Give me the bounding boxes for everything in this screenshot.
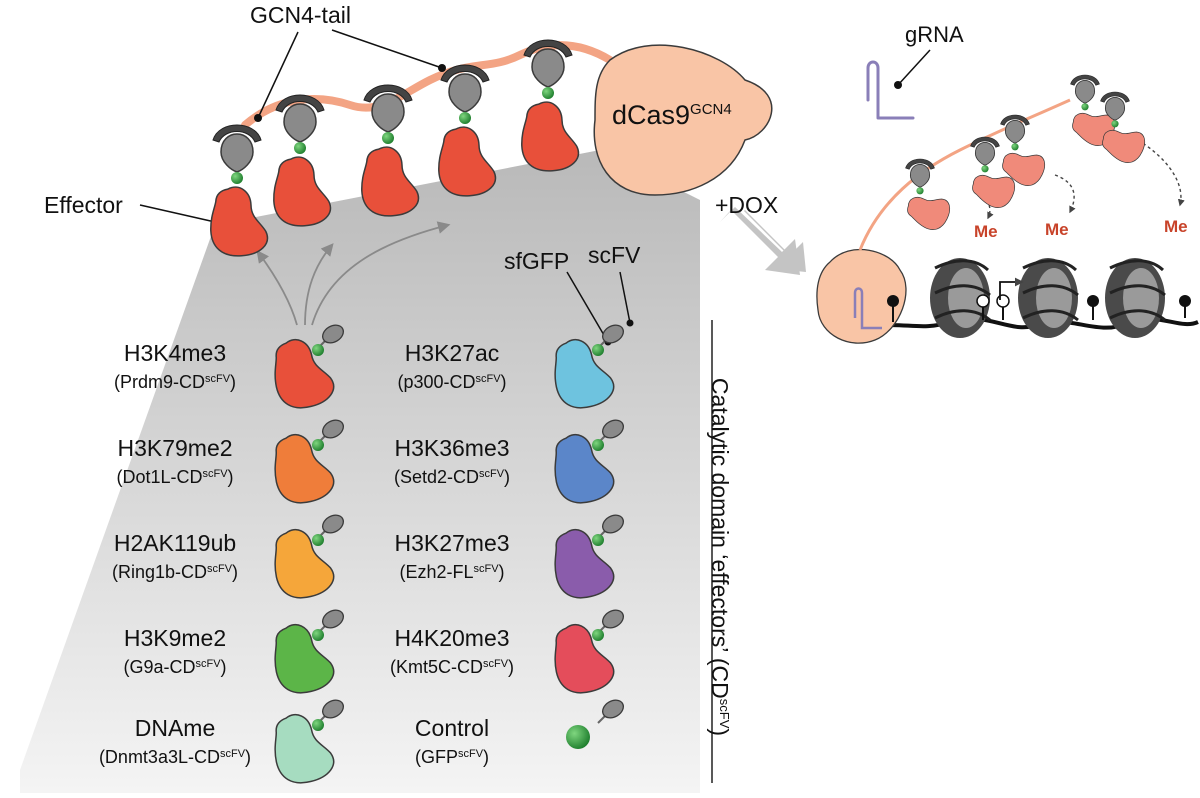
dcas9-superscript: GCN4 bbox=[690, 101, 732, 118]
effector-name-dname: DNAme bbox=[134, 715, 216, 741]
gcn4-leader-1 bbox=[257, 31, 299, 119]
recruited-effector-1 bbox=[905, 158, 951, 230]
sfgfp-leader bbox=[566, 271, 609, 343]
effector-glyph-h3k27me3 bbox=[554, 514, 624, 599]
effector-glyph-h3k4me3 bbox=[274, 324, 344, 409]
effector-fan-background bbox=[20, 150, 700, 793]
effector-glyph-control bbox=[566, 699, 624, 749]
effector-layer bbox=[210, 39, 1146, 784]
effector-construct-h3k4me3: (Prdm9-CDscFV) bbox=[113, 372, 237, 392]
nucleosome-1 bbox=[930, 258, 991, 338]
recruited-effector-4 bbox=[1070, 74, 1116, 146]
effector-construct-control: (GFPscFV) bbox=[414, 747, 490, 767]
effector-construct-h2ak119ub: (Ring1b-CDscFV) bbox=[111, 562, 239, 582]
effector-label: Effector bbox=[44, 192, 123, 218]
tail-effector-3 bbox=[361, 84, 420, 217]
effector-name-h4k20me3: H4K20me3 bbox=[394, 625, 510, 651]
tail-effector-5 bbox=[521, 39, 580, 172]
tail-effector-2 bbox=[273, 94, 332, 227]
effector-construct-h3k36me3: (Setd2-CDscFV) bbox=[393, 467, 511, 487]
gcn4-leader-2 bbox=[331, 29, 443, 69]
methyl-mark-2: Me bbox=[1045, 220, 1069, 239]
effector-glyph-h3k9me2 bbox=[274, 609, 344, 694]
effector-name-h3k79me2: H3K79me2 bbox=[117, 435, 233, 461]
effector-name-h3k27ac: H3K27ac bbox=[404, 340, 500, 366]
tss-arrow bbox=[999, 277, 1024, 300]
effector-construct-h3k27me3: (Ezh2-FLscFV) bbox=[399, 562, 505, 582]
nucleosome-3 bbox=[1105, 258, 1166, 338]
effector-arrow-2 bbox=[304, 243, 334, 326]
sfgfp-label: sfGFP bbox=[504, 248, 570, 274]
effector-glyph-h3k79me2 bbox=[274, 419, 344, 504]
effector-construct-dname: (Dnmt3a3L-CDscFV) bbox=[98, 747, 252, 767]
dcas9-label: dCas9GCN4 bbox=[612, 100, 732, 131]
methyl-mark-1: Me bbox=[974, 222, 998, 241]
recruited-effector-2 bbox=[970, 136, 1016, 208]
scfv-label: scFV bbox=[588, 242, 641, 268]
recruited-effector-3 bbox=[1000, 114, 1046, 186]
effector-name-control: Control bbox=[414, 715, 490, 741]
gcn4-tail-label: GCN4-tail bbox=[250, 2, 351, 28]
effector-arrow-1 bbox=[256, 249, 298, 326]
effector-glyph-h2ak119ub bbox=[274, 514, 344, 599]
dox-label: +DOX bbox=[715, 192, 779, 218]
effector-name-h2ak119ub: H2AK119ub bbox=[113, 530, 237, 556]
effector-glyph-h3k27ac bbox=[554, 324, 624, 409]
side-label-catalytic-domain: Catalytic domain ‘effectors’ (CDscFV) bbox=[707, 377, 733, 737]
effector-construct-h3k9me2: (G9a-CDscFV) bbox=[123, 657, 227, 677]
dcas9-protein bbox=[593, 44, 773, 196]
effector-name-h3k4me3: H3K4me3 bbox=[123, 340, 227, 366]
effector-glyph-h4k20me3 bbox=[554, 609, 624, 694]
effector-construct-h3k79me2: (Dot1L-CDscFV) bbox=[116, 467, 234, 487]
effector-glyph-h3k36me3 bbox=[554, 419, 624, 504]
effector-name-h3k9me2: H3K9me2 bbox=[123, 625, 227, 651]
grna-glyph bbox=[866, 60, 915, 120]
effector-construct-h3k27ac: (p300-CDscFV) bbox=[397, 372, 507, 392]
effector-name-h3k36me3: H3K36me3 bbox=[394, 435, 510, 461]
nucleosome-2 bbox=[1018, 258, 1079, 338]
effector-construct-h4k20me3: (Kmt5C-CDscFV) bbox=[389, 657, 515, 677]
methyl-mark-3: Me bbox=[1164, 217, 1188, 236]
tail-effector-4 bbox=[438, 64, 497, 197]
scfv-leader bbox=[619, 271, 631, 324]
effector-leader bbox=[139, 204, 216, 223]
grna-label: gRNA bbox=[905, 22, 964, 47]
recruited-effector-5 bbox=[1100, 91, 1146, 163]
effector-arrow-3 bbox=[311, 221, 451, 326]
effector-name-h3k27me3: H3K27me3 bbox=[394, 530, 510, 556]
dcas9-text: dCas9 bbox=[612, 100, 691, 130]
effector-glyph-dname bbox=[274, 699, 344, 784]
gcn4-tail-small bbox=[858, 98, 1071, 251]
tail-effector-1 bbox=[210, 124, 269, 257]
